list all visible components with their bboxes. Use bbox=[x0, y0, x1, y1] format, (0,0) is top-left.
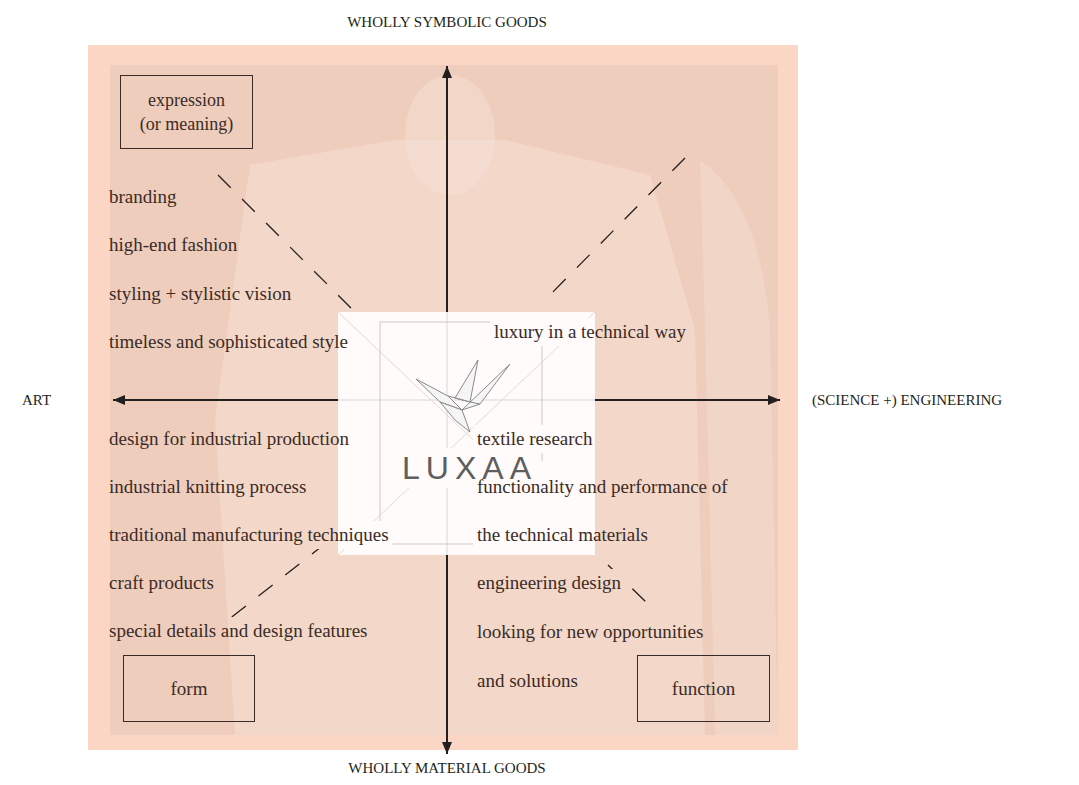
quadrant-item: luxury in a technical way bbox=[494, 320, 686, 344]
quadrant-item: textile research bbox=[477, 427, 593, 451]
mannequin-neck bbox=[405, 75, 495, 195]
crane-neck bbox=[416, 379, 462, 410]
concept-label: function bbox=[672, 677, 735, 701]
concept-label: expression (or meaning) bbox=[139, 88, 234, 136]
concept-box: function bbox=[637, 655, 770, 722]
axis-label: (SCIENCE +) ENGINEERING bbox=[812, 388, 1002, 412]
quadrant-item: craft products bbox=[109, 571, 214, 595]
axis-label: WHOLLY MATERIAL GOODS bbox=[348, 756, 545, 780]
concept-box: form bbox=[123, 655, 255, 722]
quadrant-item: high-end fashion bbox=[109, 233, 237, 257]
quadrant-item: engineering design bbox=[477, 571, 621, 595]
concept-label: form bbox=[171, 677, 208, 701]
quadrant-item: timeless and sophisticated style bbox=[109, 330, 348, 354]
logo-panel-fill bbox=[338, 312, 595, 555]
quadrant-item: design for industrial production bbox=[109, 427, 349, 451]
axis-label: ART bbox=[22, 388, 51, 412]
crane-wing bbox=[455, 360, 478, 402]
crane-body bbox=[440, 402, 470, 432]
crane-tail bbox=[462, 364, 510, 410]
quadrant-item: industrial knitting process bbox=[109, 475, 306, 499]
axis-label: WHOLLY SYMBOLIC GOODS bbox=[347, 10, 547, 34]
panel-guide bbox=[338, 312, 595, 555]
quadrant-item: functionality and performance of the tec… bbox=[477, 463, 739, 559]
mannequin-side bbox=[700, 160, 778, 735]
quadrant-item: branding bbox=[109, 185, 177, 209]
dashed-diagonal bbox=[545, 158, 685, 300]
quadrant-item: looking for new opportunities and soluti… bbox=[477, 607, 717, 705]
crane-logo bbox=[416, 360, 510, 432]
concept-box: expression (or meaning) bbox=[120, 75, 253, 149]
panel-guide bbox=[338, 312, 595, 555]
quadrant-item: special details and design features bbox=[109, 619, 368, 643]
outer-frame bbox=[88, 45, 798, 750]
quadrant-item: traditional manufacturing techniques bbox=[109, 523, 389, 547]
crane-fold bbox=[448, 396, 480, 404]
quadrant-item: styling + stylistic vision bbox=[109, 282, 291, 306]
